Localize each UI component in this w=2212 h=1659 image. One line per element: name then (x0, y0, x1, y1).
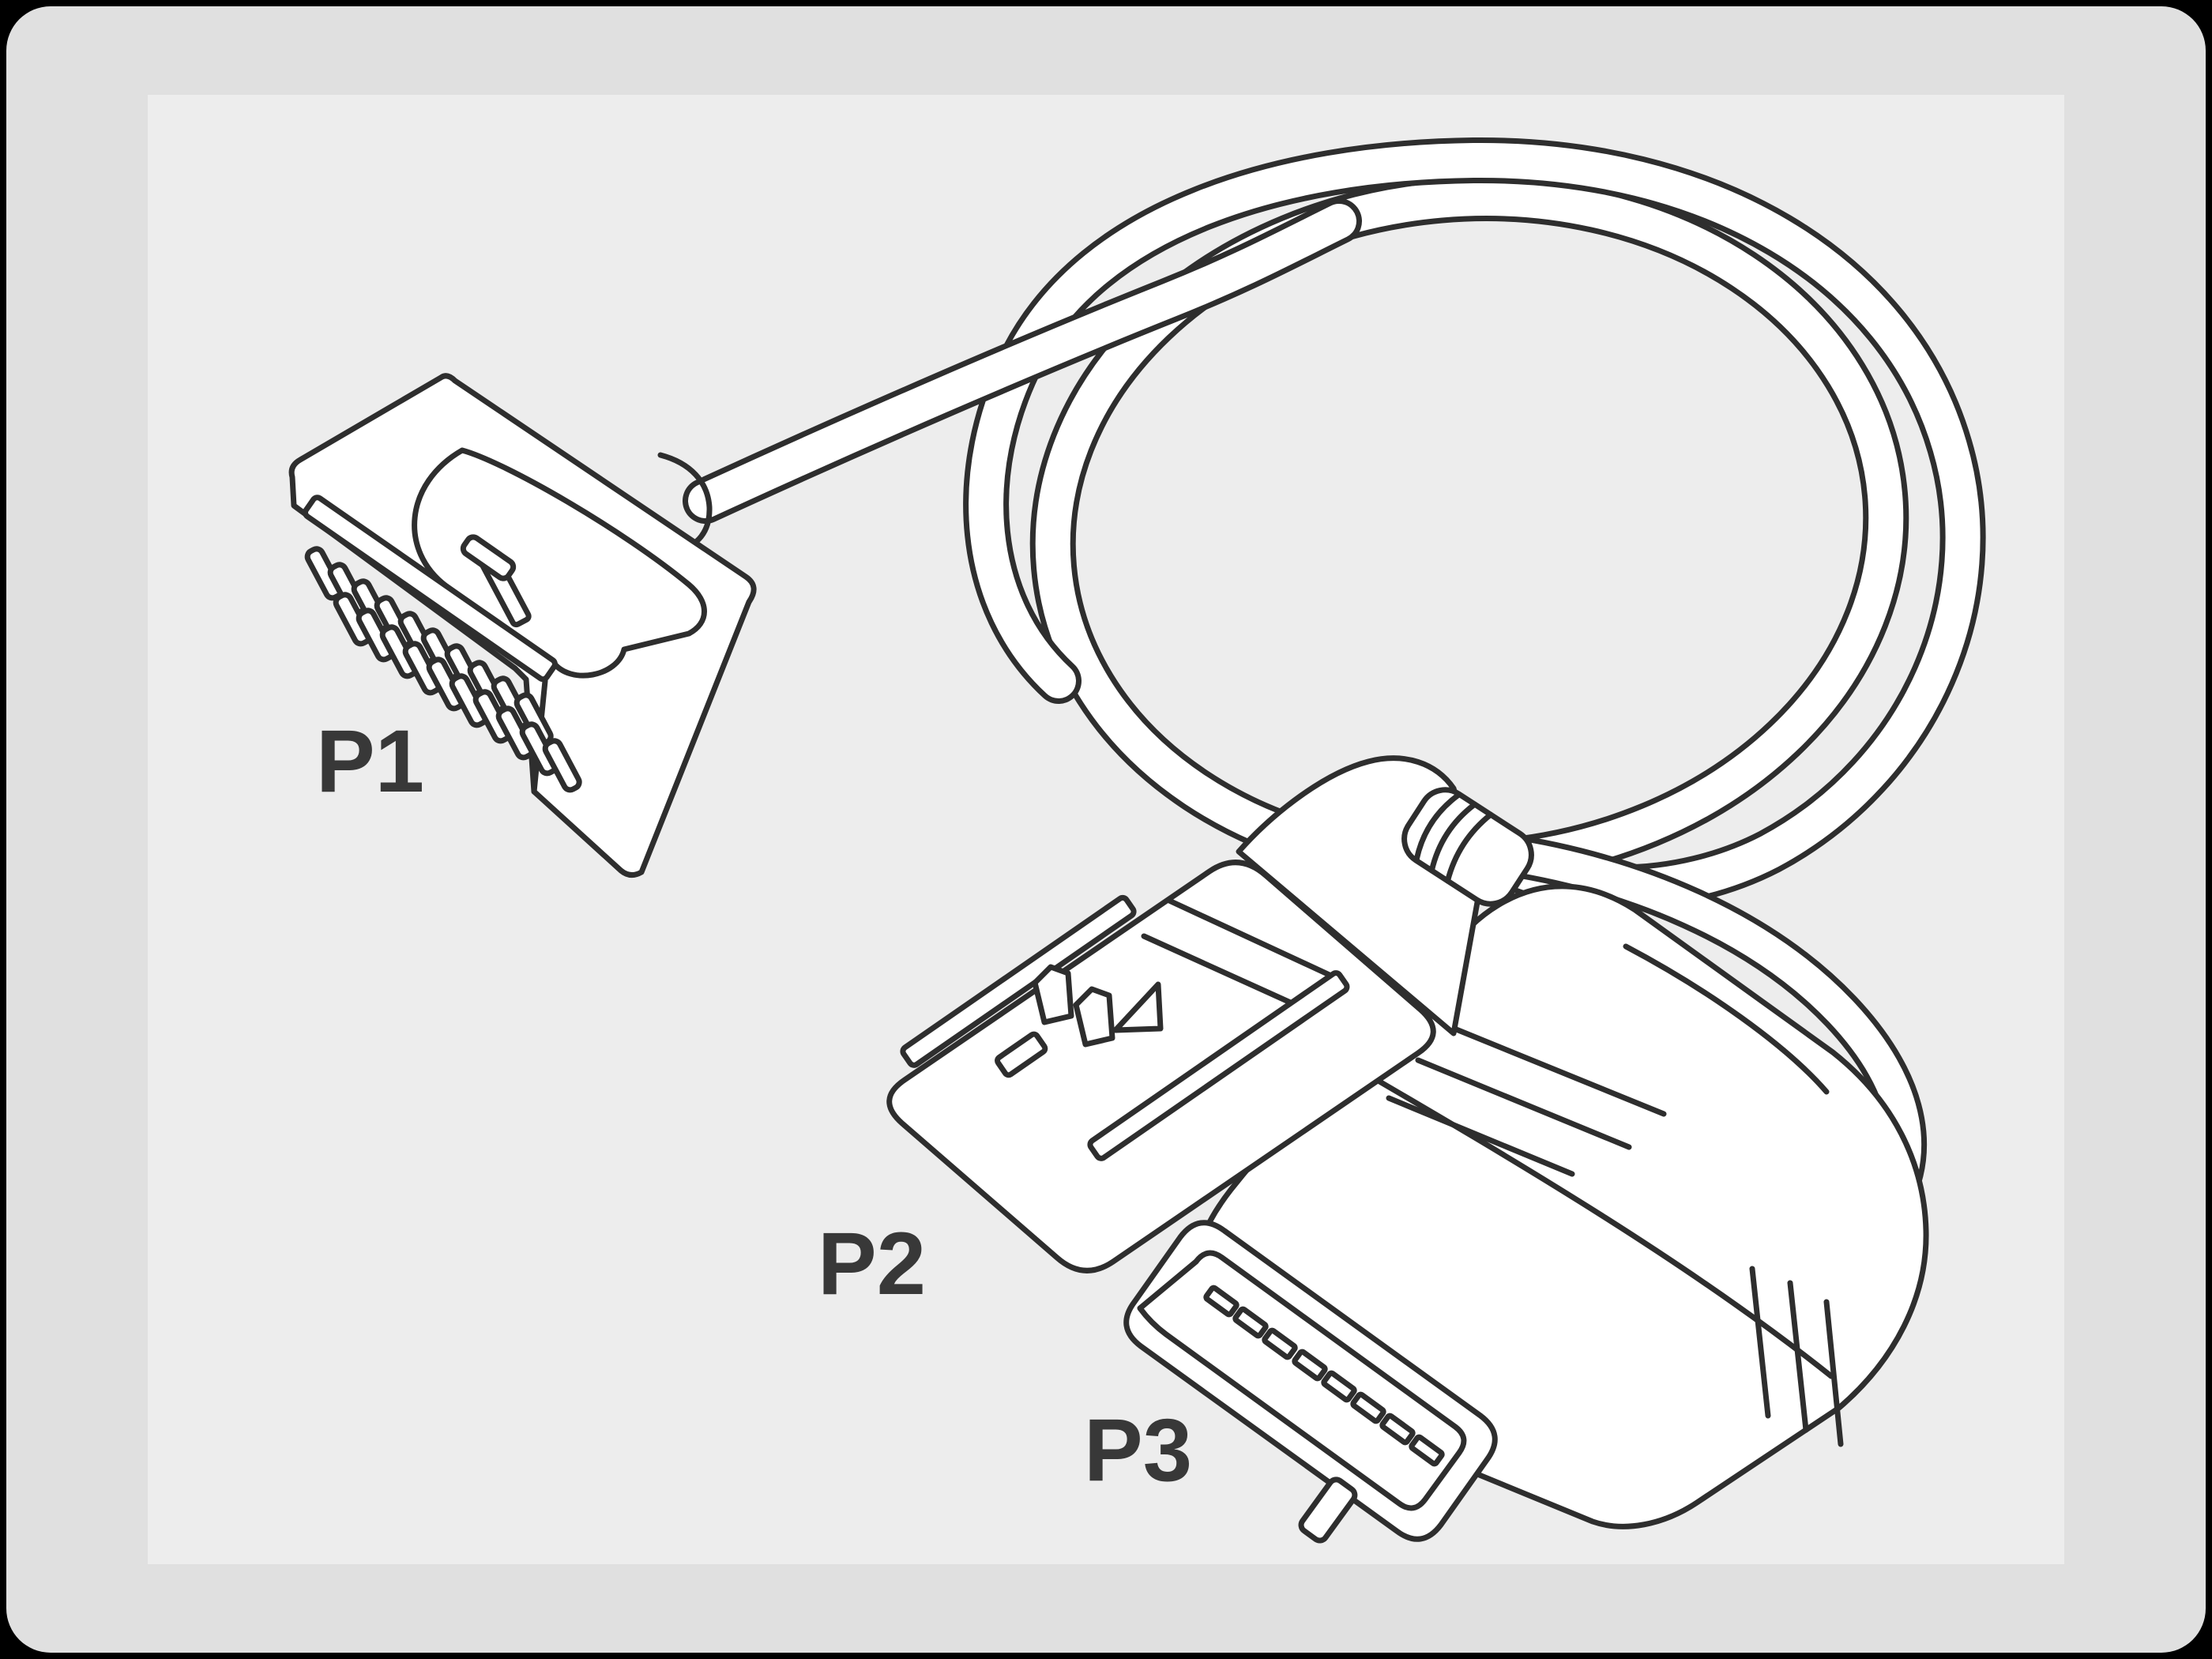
p3-face-plate (1123, 1220, 1498, 1542)
p1-body (288, 373, 757, 878)
p2-latch-wedges (1032, 964, 1164, 1048)
p2-guide-rail-lower (1087, 970, 1350, 1161)
p2-guide-rail-upper (900, 894, 1137, 1068)
label-p1: P1 (316, 712, 424, 811)
p1-latch-recess (412, 447, 707, 679)
connector-p1 (288, 373, 757, 878)
p3-top-right-edge (1623, 943, 1830, 1095)
p3-face-recess (1137, 1250, 1467, 1511)
p1-pin-header (302, 495, 558, 683)
cable-strand-from-p1 (683, 198, 1362, 524)
label-p2: P2 (818, 1214, 926, 1313)
p3-side-hatch-lines (1749, 1266, 1844, 1447)
p3-top-hatch-lines (1386, 1024, 1667, 1177)
strain-relief-boot (1401, 787, 1534, 907)
p3-top-front-edge (1344, 1059, 1834, 1379)
p2-index-slot (995, 1031, 1048, 1078)
label-p3: P3 (1084, 1401, 1192, 1499)
p3-lock-tab (1298, 1477, 1358, 1544)
p2-face-plate (886, 860, 1436, 1273)
p1-key-tab (460, 534, 532, 628)
p2-hatch-lines (1141, 897, 1346, 1008)
